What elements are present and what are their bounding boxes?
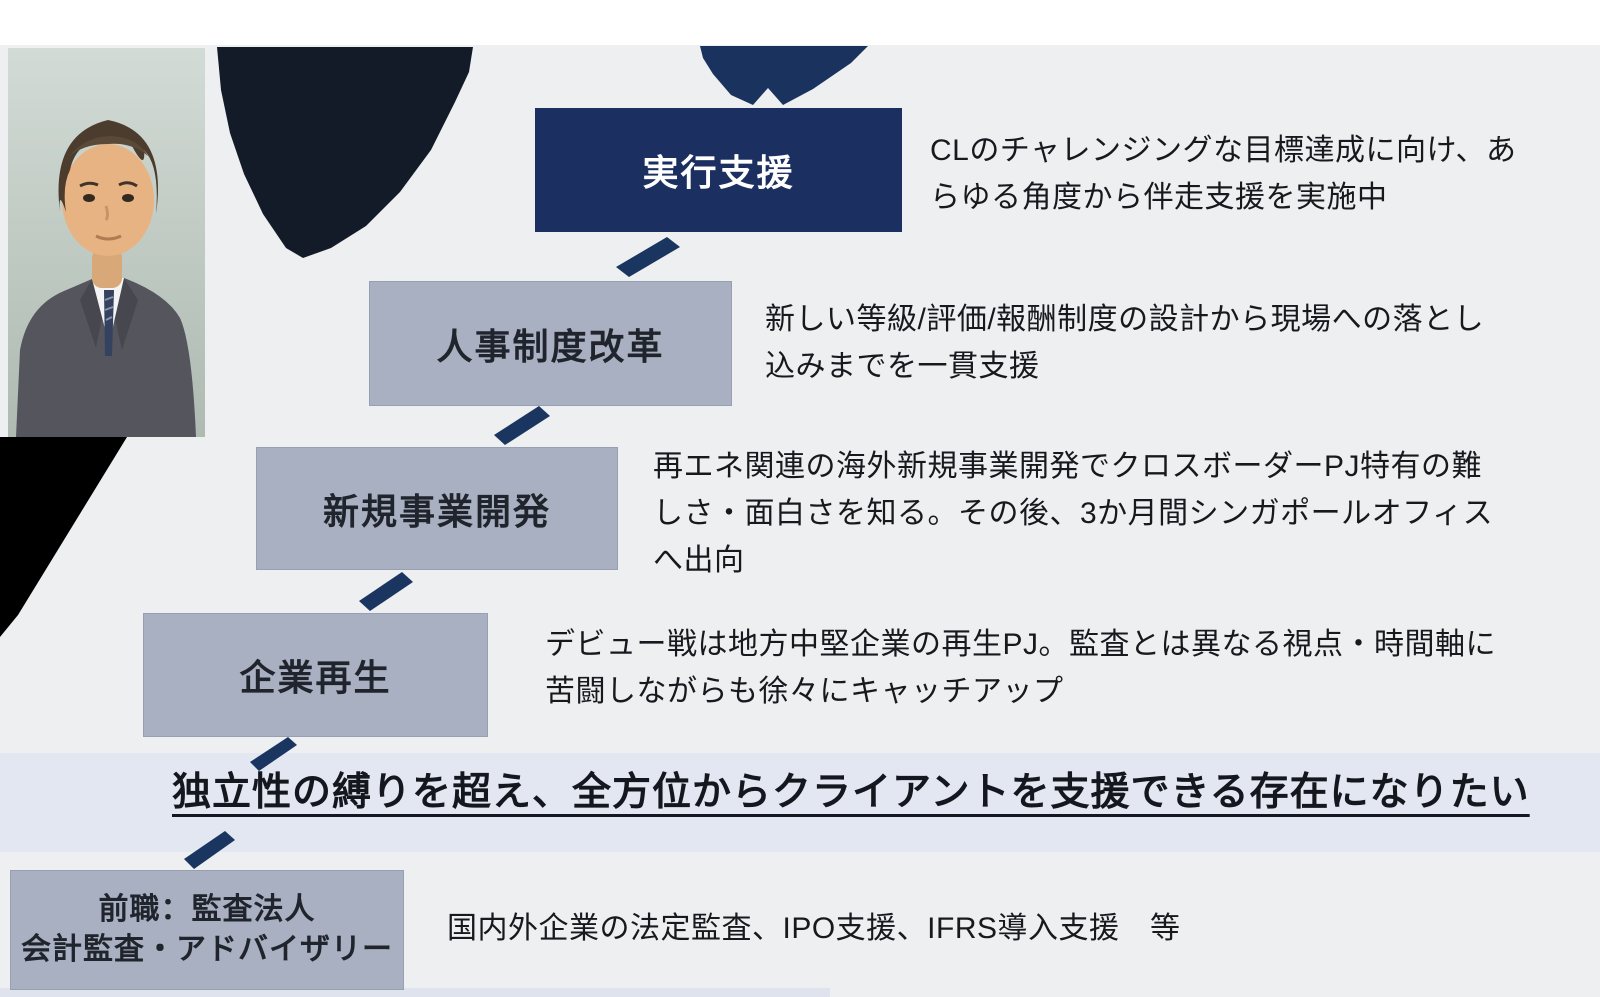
headline-text: 独立性の縛りを超え、全方位からクライアントを支援できる存在になりたい <box>172 771 1530 814</box>
step-label: 前職：監査法人 会計監査・アドバイザリー <box>21 893 393 966</box>
step-description-previous-job: 国内外企業の法定監査、IPO支援、IFRS導入支援 等 <box>447 912 1181 945</box>
step-description-corporate-turnaround: デビュー戦は地方中堅企業の再生PJ。監査とは異なる視点・時間軸に 苦闘しながらも… <box>545 628 1497 708</box>
step-description-hr-system-reform: 新しい等級/評価/報酬制度の設計から現場への落とし 込みまでを一貫支援 <box>765 303 1485 383</box>
step-label: 人事制度改革 <box>436 325 665 367</box>
step-connector-arrow-3 <box>359 572 413 611</box>
step-box-execution-support: 実行支援 <box>535 108 902 232</box>
arrow-body-silhouette <box>217 47 473 258</box>
step-connector-arrow-4 <box>250 737 297 771</box>
step-label: 新規事業開発 <box>322 490 551 532</box>
step-connector-arrow-1 <box>616 237 680 277</box>
portrait-illustration <box>8 48 205 437</box>
bottom-accent-strip <box>0 988 830 997</box>
step-label: 企業再生 <box>239 657 392 698</box>
arrow-tail-shape <box>0 437 127 637</box>
step-description-new-business-development: 再エネ関連の海外新規事業開発でクロスボーダーPJ特有の難 しさ・面白さを知る。そ… <box>653 450 1494 577</box>
step-connector-arrow-2 <box>494 406 550 445</box>
step-label: 実行支援 <box>642 152 795 193</box>
step-connector-arrow-5 <box>184 831 235 869</box>
step-box-corporate-turnaround: 企業再生 <box>143 613 488 737</box>
step-box-new-business-development: 新規事業開発 <box>256 447 618 570</box>
arrow-head-icon <box>700 46 868 105</box>
step-description-execution-support: CLのチャレンジングな目標達成に向け、あ らゆる角度から伴走支援を実施中 <box>930 134 1517 214</box>
profile-photo <box>8 48 205 437</box>
step-box-previous-job-audit: 前職：監査法人 会計監査・アドバイザリー <box>10 870 404 990</box>
step-box-hr-system-reform: 人事制度改革 <box>369 281 732 406</box>
headline-band <box>0 753 1600 852</box>
